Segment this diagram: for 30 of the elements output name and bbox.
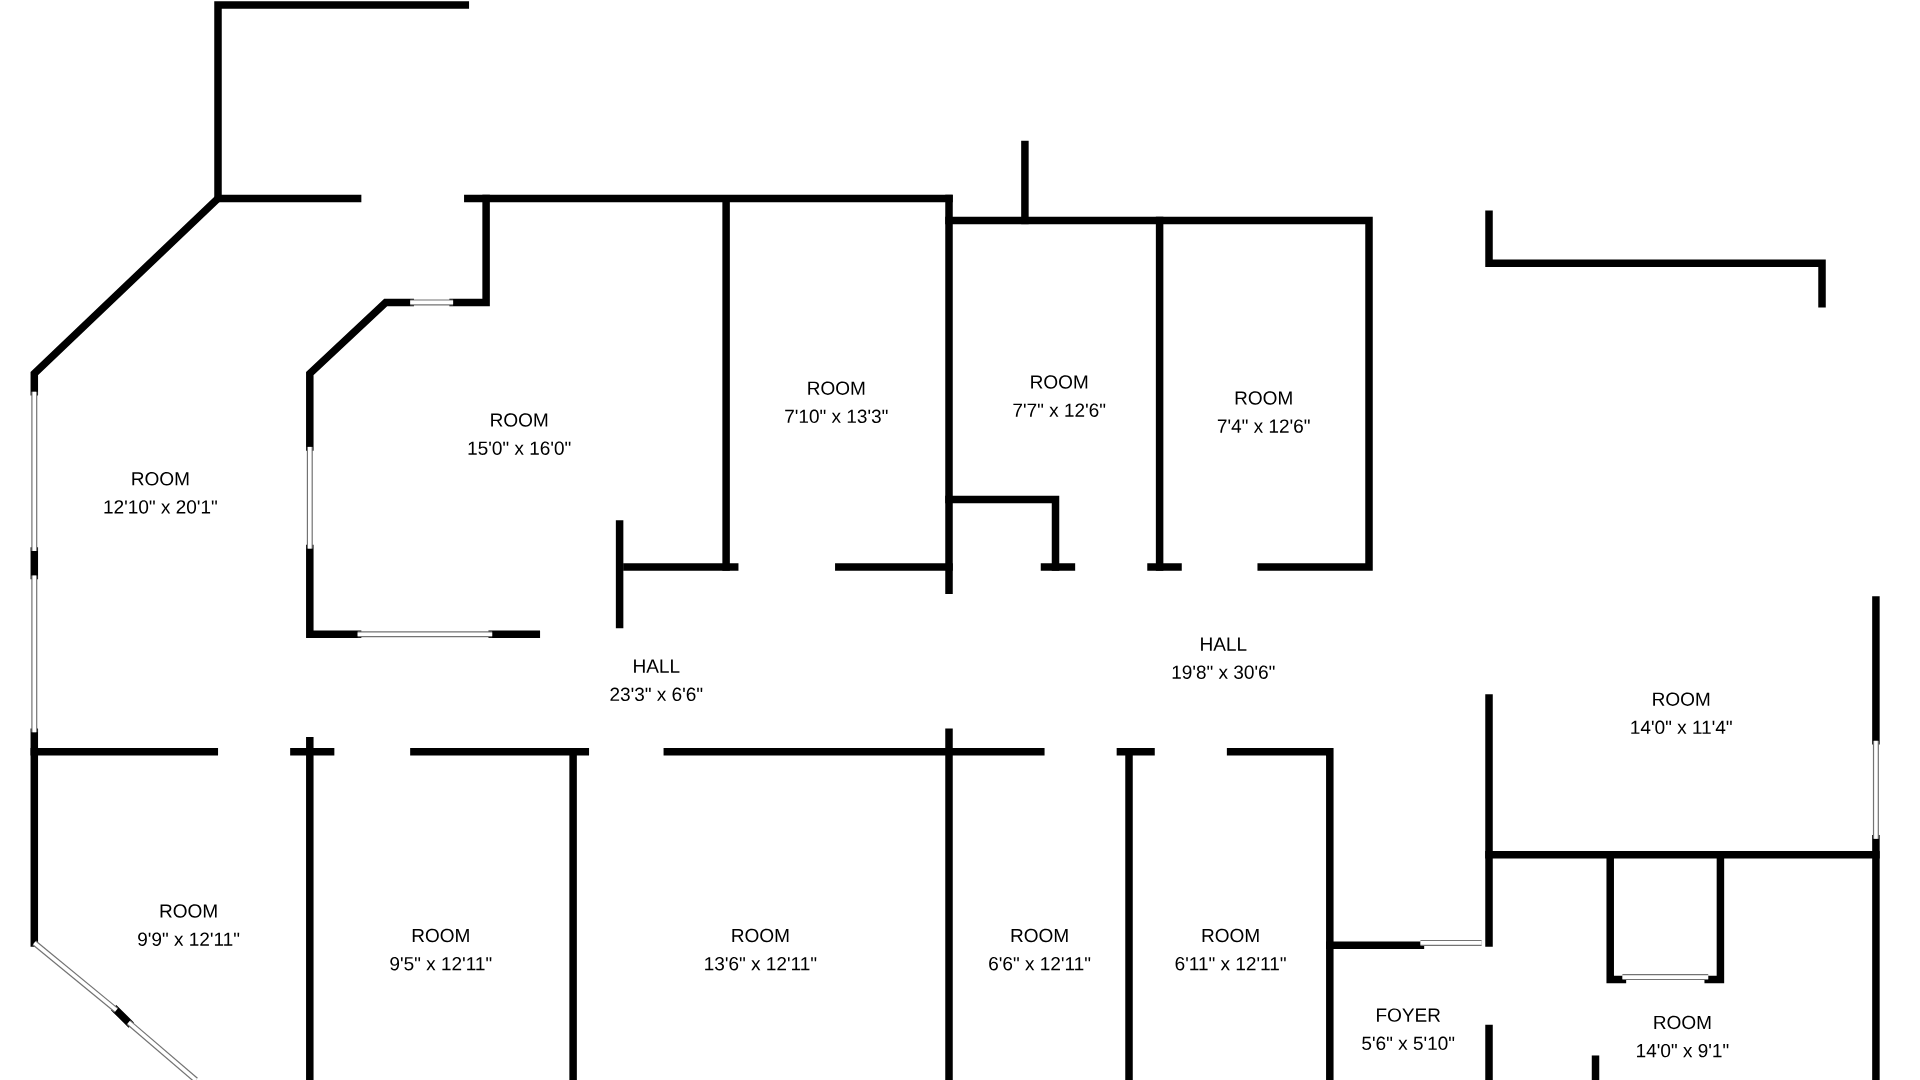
room-dimensions: 5'6" x 5'10" [1362,1036,1455,1051]
room-name: ROOM [1235,391,1292,405]
room-dimensions: 7'10" x 13'3" [785,409,888,424]
room-name: ROOM [1202,928,1259,943]
room-name: ROOM [491,413,548,427]
room-name: ROOM [808,381,865,395]
room-dimensions: 19'8" x 30'6" [1172,665,1275,679]
room-dimensions: 15'0" x 16'0" [468,441,571,455]
room-dimensions: 9'5" x 12'11" [390,957,492,971]
room-name: ROOM [1654,1015,1711,1030]
room-dimensions: 13'6" x 12'11" [705,957,817,971]
room-name: ROOM [132,472,189,486]
room-name: ROOM [732,928,789,943]
room-dimensions: 6'6" x 12'11" [989,957,1091,971]
room-dimensions: 7'7" x 12'6" [1013,403,1106,417]
room-dimensions: 12'10" x 20'1" [104,500,217,514]
room-dimensions: 14'0" x 9'1" [1637,1043,1729,1058]
room-dimensions: 6'11" x 12'11" [1175,957,1286,971]
room-name: ROOM [1653,692,1710,706]
room-dimensions: 9'9" x 12'11" [138,932,240,946]
room-name: HALL [1201,637,1247,651]
room-dimensions: 14'0" x 11'4" [1631,720,1732,735]
room-name: ROOM [1031,375,1088,389]
room-name: FOYER [1377,1008,1441,1022]
room-name: ROOM [412,928,469,943]
room-dimensions: 23'3" x 6'6" [610,687,703,702]
room-dimensions: 7'4" x 12'6" [1217,419,1310,433]
room-name: ROOM [160,904,217,918]
room-name: ROOM [1011,928,1068,943]
room-name: HALL [634,659,680,673]
